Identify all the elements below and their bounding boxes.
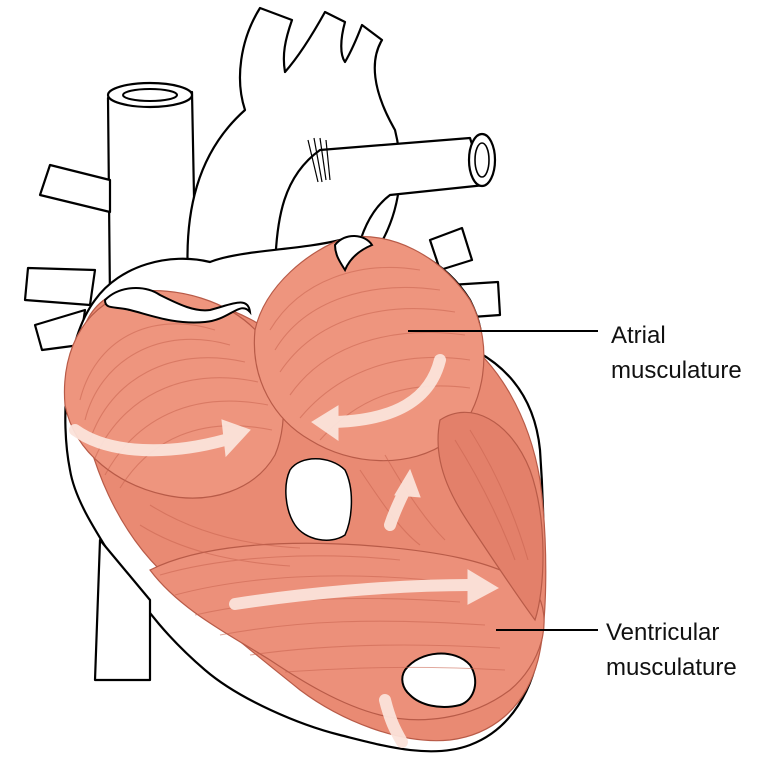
ligamentum-arteriosum [307, 137, 331, 183]
arrow-ventricle-main [229, 579, 476, 610]
ventricular-apex-loop [401, 652, 477, 708]
arrow-ventricle-main-head [467, 569, 500, 605]
arrow-right-atrium [329, 354, 446, 428]
ventricular-side-band [437, 411, 544, 622]
arrow-left-atrium-head [221, 419, 251, 458]
atrial-label-line2: musculature [611, 357, 742, 384]
inferior-vena-cava [93, 538, 152, 682]
arrow-ventricle-lower [379, 694, 408, 748]
atrial-opening-right [333, 235, 374, 273]
arrow-ventricle-up-head [394, 468, 421, 498]
arrow-left-atrium [69, 424, 231, 457]
atrial-opening-left [103, 287, 252, 324]
pulmonary-vein-upper-left [38, 163, 112, 214]
direction-arrows [69, 354, 500, 748]
ventricular-label-line1: Ventricular [606, 619, 719, 646]
pulmonary-vein-upper-right [428, 226, 474, 272]
ventricular-label-line2: musculature [606, 654, 737, 681]
arrow-right-atrium-head [311, 405, 339, 441]
interbundle-gap [285, 458, 353, 541]
atrial-label-line1: Atrial [611, 322, 666, 349]
pulmonary-vein-lower-left [23, 266, 97, 307]
